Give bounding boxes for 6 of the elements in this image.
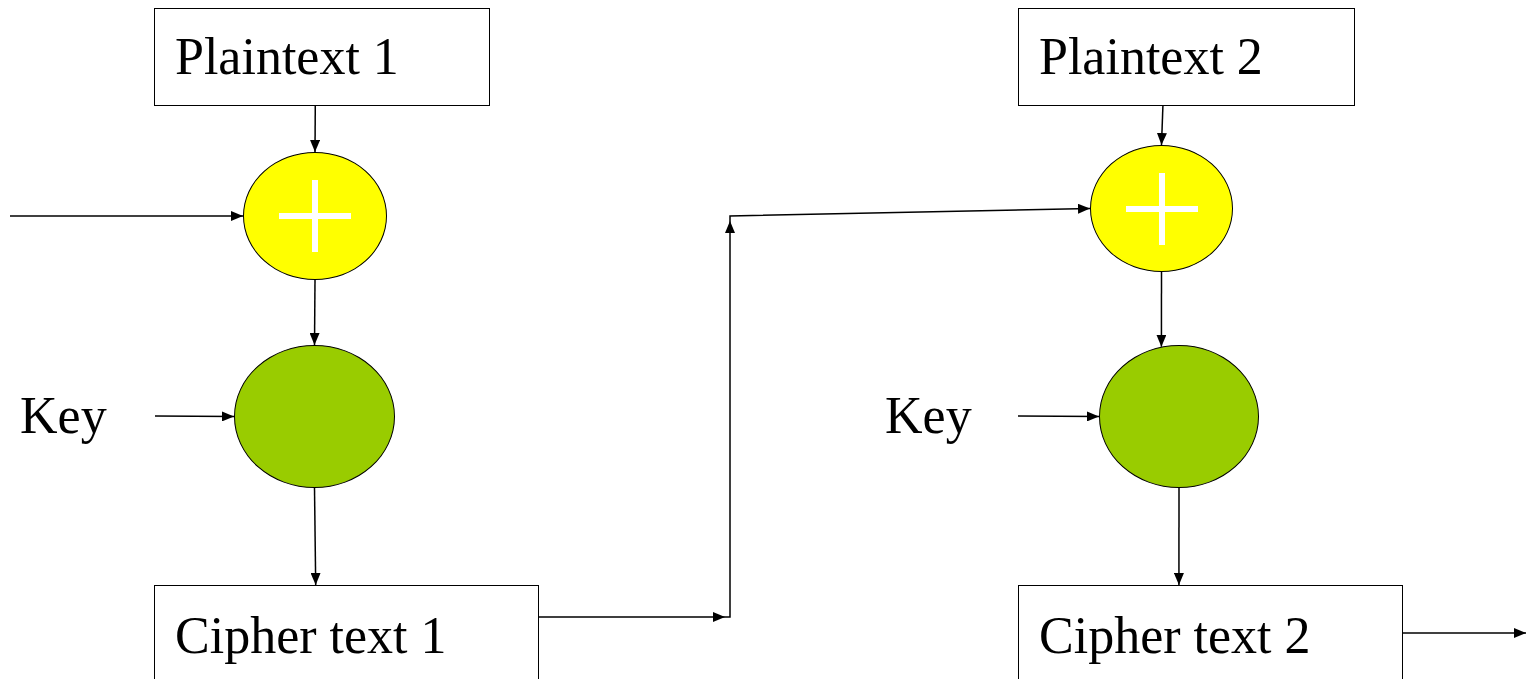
text-box: Plaintext 2 xyxy=(1018,8,1355,106)
key-label: Key xyxy=(20,388,155,444)
key-label: Key xyxy=(885,388,1018,444)
text-box: Cipher text 1 xyxy=(154,585,539,679)
text-box: Cipher text 2 xyxy=(1018,585,1403,679)
text-box: Plaintext 1 xyxy=(154,8,490,106)
